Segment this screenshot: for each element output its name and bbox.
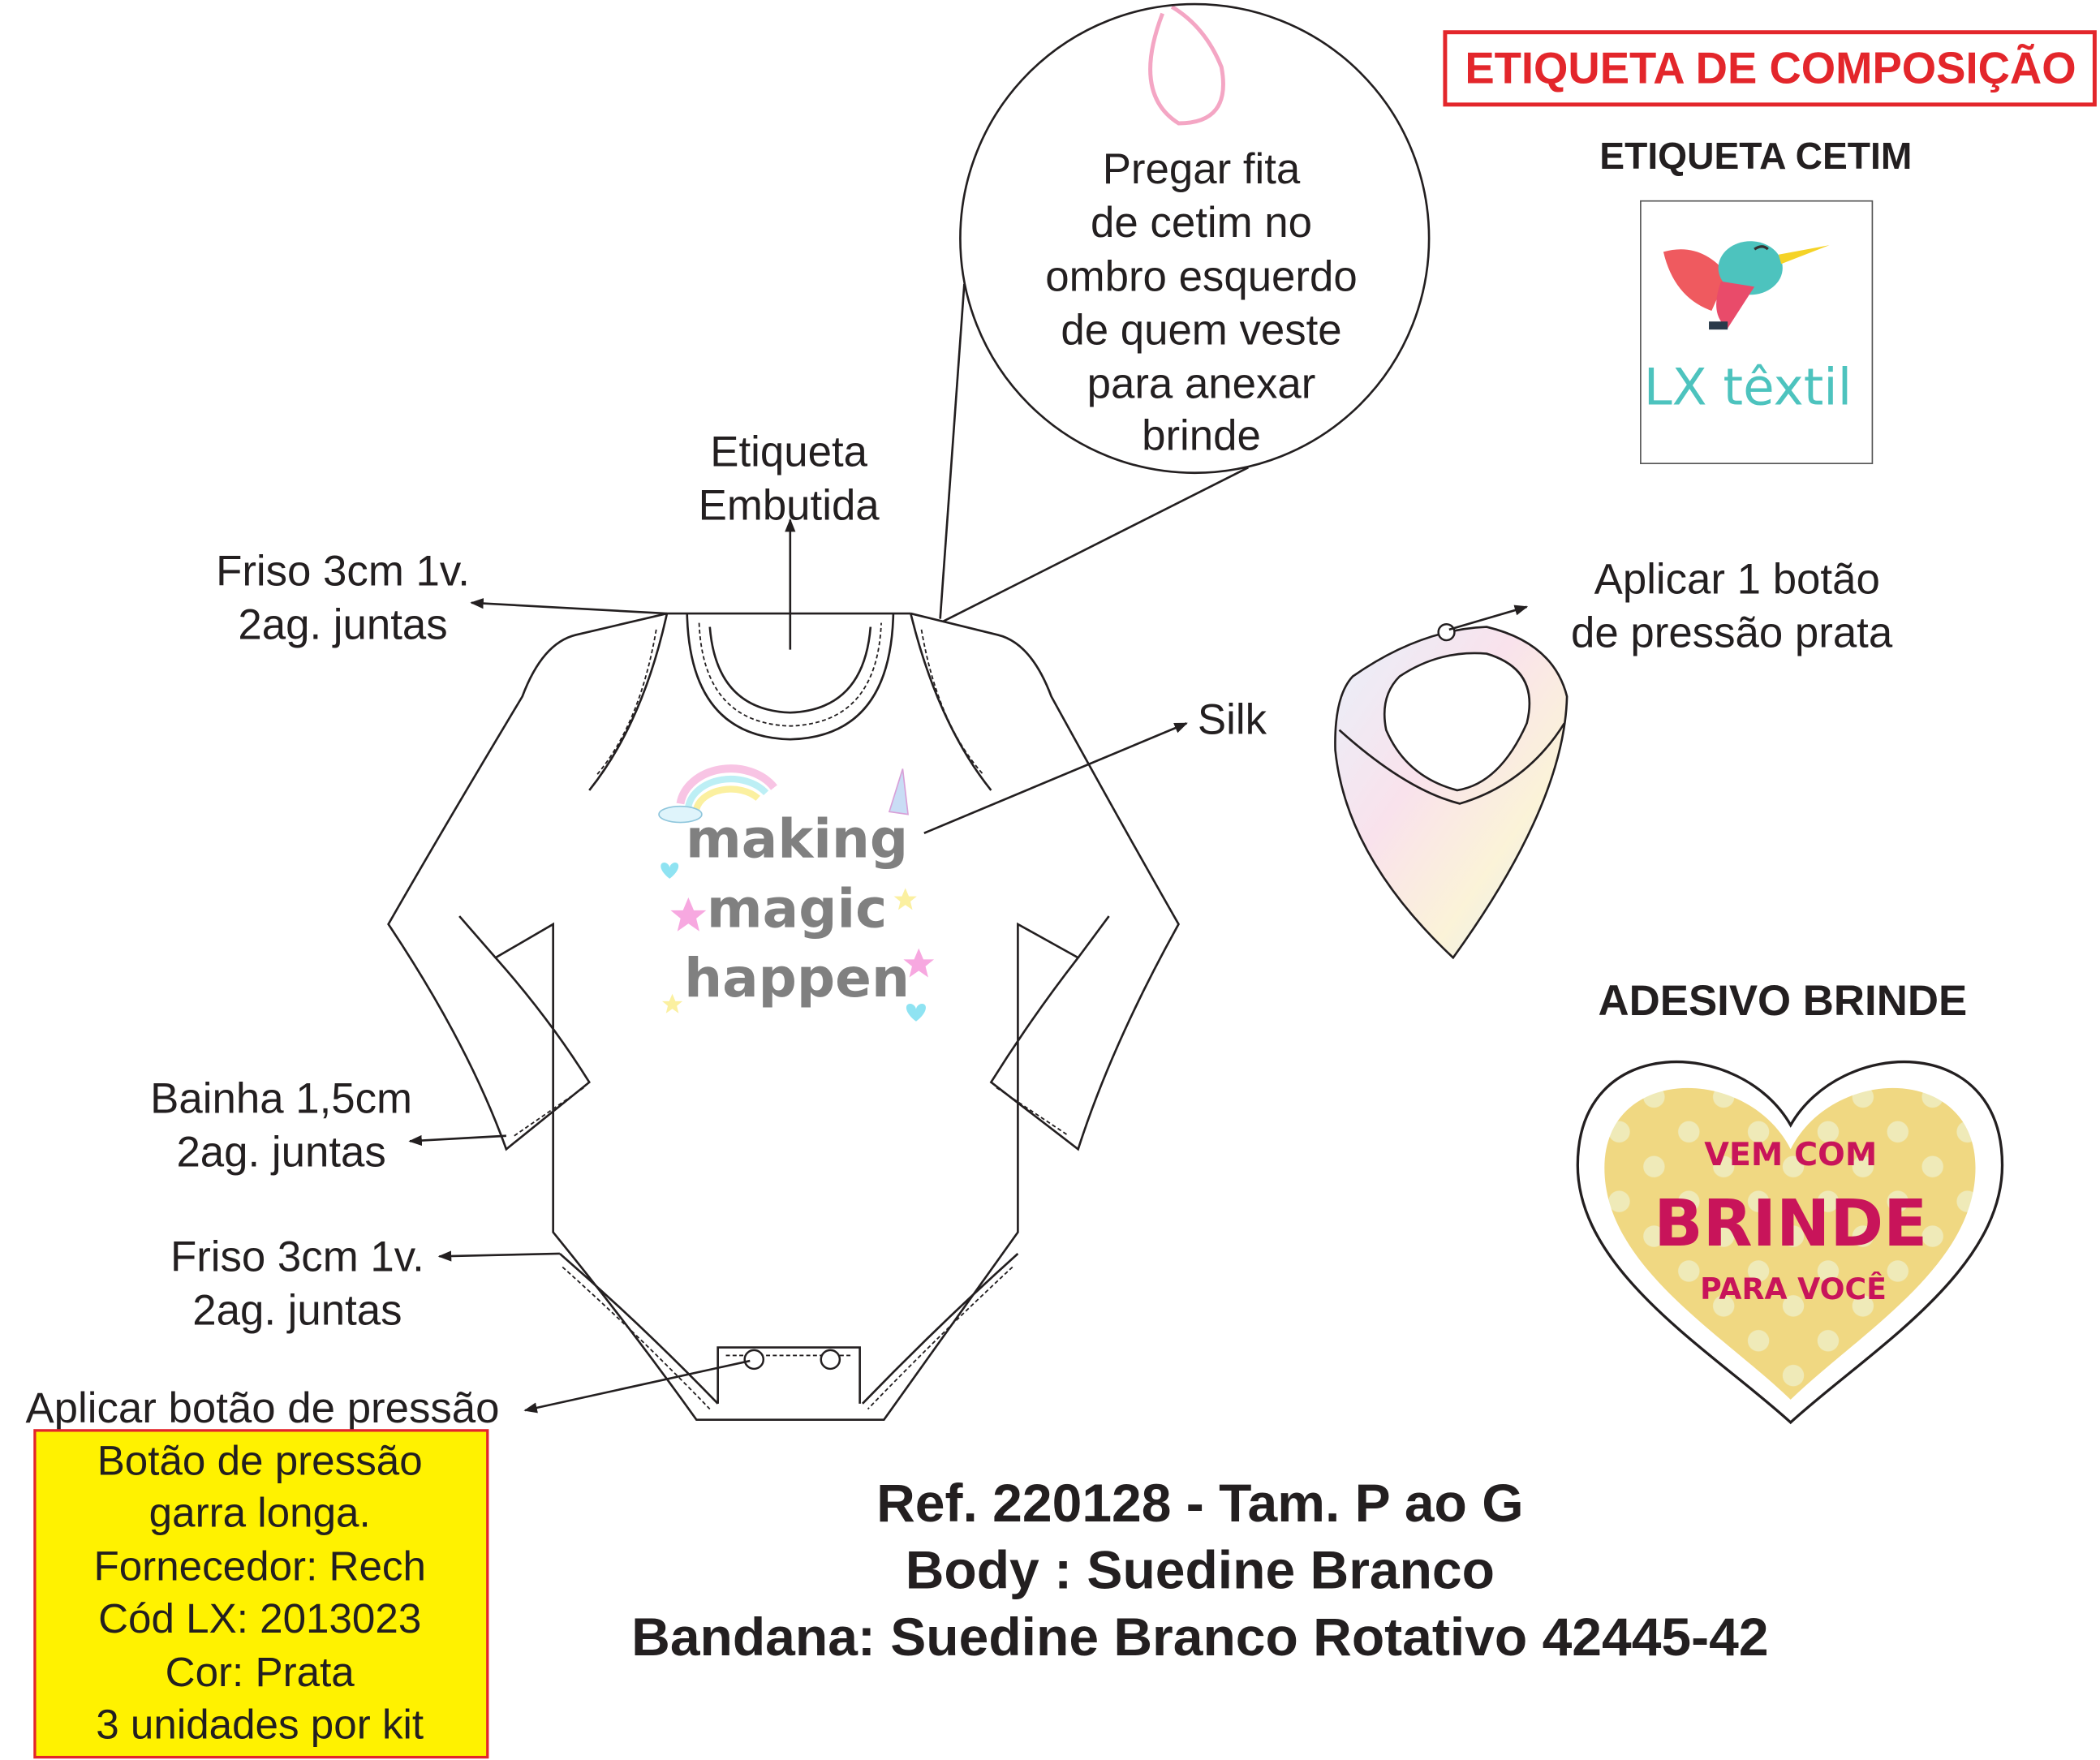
star-icon — [662, 993, 683, 1013]
unicorn-horn-icon — [888, 768, 909, 815]
snap-info-box: Botão de pressão garra longa. Fornecedor… — [33, 1429, 489, 1759]
cloud-icon — [658, 805, 703, 824]
bandana-drawing — [1334, 623, 1569, 960]
ribbon-note-line: brinde — [1142, 412, 1261, 460]
neck-trim-arrow — [470, 598, 668, 615]
ribbon-note: Pregar fita de cetim no ombro esquerdo d… — [1045, 145, 1357, 459]
ribbon-note-line: de quem veste — [1061, 306, 1341, 354]
product-ref: Ref. 220128 - Tam. P ao G — [876, 1473, 1523, 1533]
snap-button-icon — [820, 1349, 841, 1371]
bandana-button-line: Aplicar 1 botão — [1594, 555, 1880, 603]
heart-icon — [661, 863, 679, 879]
bodysuit-drawing — [387, 518, 1180, 1421]
sticker-line: BRINDE — [1654, 1186, 1927, 1261]
embedded-label-line: Embutida — [699, 482, 880, 530]
hummingbird-logo-icon — [1663, 241, 1830, 330]
snap-button-icon — [743, 1349, 765, 1371]
snap-button-label: Aplicar botão de pressão — [25, 1384, 499, 1432]
satin-ribbon-icon — [1148, 5, 1225, 126]
snap-info-line: 3 unidades por kit — [96, 1701, 424, 1747]
silk-print-line: magic — [707, 877, 887, 940]
callout-line — [939, 283, 966, 619]
ribbon-note-line: para anexar — [1087, 359, 1316, 407]
gift-sticker-heart: VEM COM BRINDE PARA VOCÊ — [1576, 1061, 2004, 1425]
ribbon-note-line: de cetim no — [1091, 199, 1312, 247]
neck-trim-line: Friso 3cm 1v. — [216, 547, 470, 595]
heart-icon — [906, 1004, 926, 1022]
bandana-button-line: de pressão prata — [1571, 609, 1893, 656]
silk-print-line: happen — [684, 947, 910, 1009]
snap-info-line: Fornecedor: Rech — [93, 1543, 425, 1590]
star-icon — [893, 888, 917, 910]
sleeve-hem-arrow — [408, 1134, 506, 1147]
ribbon-note-line: ombro esquerdo — [1045, 252, 1357, 300]
satin-label-title: ETIQUETA CETIM — [1599, 135, 1912, 177]
sticker-title: ADESIVO BRINDE — [1598, 977, 1967, 1025]
snap-info-line: Cód LX: 2013023 — [98, 1595, 421, 1642]
snap-button-arrow — [523, 1359, 751, 1414]
leg-trim-line: Friso 3cm 1v. — [170, 1233, 424, 1280]
snap-button-icon — [1437, 623, 1456, 642]
composition-label-box: ETIQUETA DE COMPOSIÇÃO — [1443, 30, 2097, 107]
leg-trim-line: 2ag. juntas — [192, 1286, 402, 1334]
product-bandana-fabric: Bandana: Suedine Branco Rotativo 42445-4… — [631, 1607, 1768, 1667]
product-body-fabric: Body : Suedine Branco — [906, 1540, 1495, 1600]
ribbon-note-circle — [959, 2, 1431, 475]
sleeve-hem-line: Bainha 1,5cm — [150, 1075, 412, 1123]
star-icon — [670, 897, 707, 932]
silk-print-line: making — [686, 807, 908, 870]
product-info: Ref. 220128 - Tam. P ao G Body : Suedine… — [631, 1473, 1768, 1667]
satin-label: LX têxtil — [1640, 200, 1874, 465]
ribbon-note-line: Pregar fita — [1103, 145, 1301, 193]
sticker-line: PARA VOCÊ — [1700, 1272, 1887, 1306]
composition-label-title: ETIQUETA DE COMPOSIÇÃO — [1465, 43, 2076, 93]
callout-line — [942, 466, 1249, 623]
rainbow-icon — [676, 764, 777, 805]
snap-info-line: Botão de pressão — [97, 1437, 423, 1483]
silk-label: Silk — [1198, 696, 1267, 744]
snap-info-line: garra longa. — [149, 1490, 371, 1536]
sleeve-hem-line: 2ag. juntas — [176, 1129, 385, 1177]
brand-logo-text: LX têxtil — [1644, 358, 1852, 417]
sticker-line: VEM COM — [1704, 1136, 1877, 1173]
leg-trim-arrow — [437, 1250, 560, 1262]
neck-trim-line: 2ag. juntas — [238, 600, 447, 648]
snap-info-line: Cor: Prata — [166, 1649, 355, 1695]
bandana-button-arrow — [1448, 605, 1529, 631]
silk-print-artwork: making magic happen — [658, 764, 935, 1022]
silk-arrow — [923, 722, 1188, 834]
embedded-label-line: Etiqueta — [710, 428, 867, 476]
